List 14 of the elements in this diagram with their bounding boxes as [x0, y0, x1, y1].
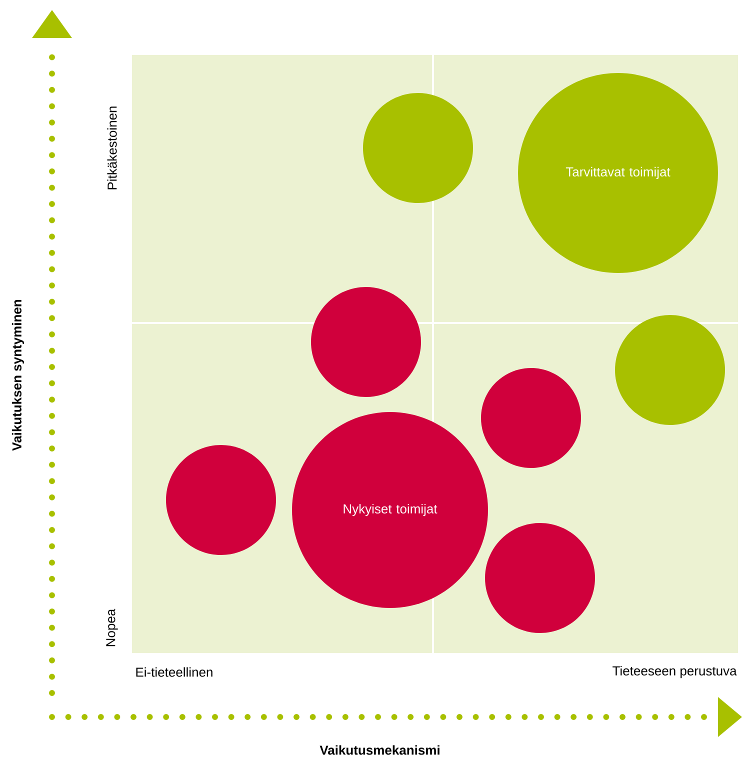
- axis-label: Pitkäkestoinen: [107, 106, 117, 190]
- bubble: [485, 523, 595, 633]
- bubble: [615, 315, 725, 425]
- bubble: Tarvittavat toimijat: [518, 73, 718, 273]
- bubble: [363, 93, 473, 203]
- axis-label: Tieteeseen perustuva: [612, 666, 737, 678]
- bubble: Nykyiset toimijat: [292, 412, 488, 608]
- axis-label: Ei-tieteellinen: [136, 667, 212, 677]
- bubble: [481, 368, 581, 468]
- axis-label: Nopea: [106, 608, 118, 646]
- bubble: [311, 287, 421, 397]
- axis-title: Vaikutuksen syntyminen: [12, 300, 24, 451]
- axis-title: Vaikutusmekanismi: [320, 745, 440, 755]
- bubble: [166, 445, 276, 555]
